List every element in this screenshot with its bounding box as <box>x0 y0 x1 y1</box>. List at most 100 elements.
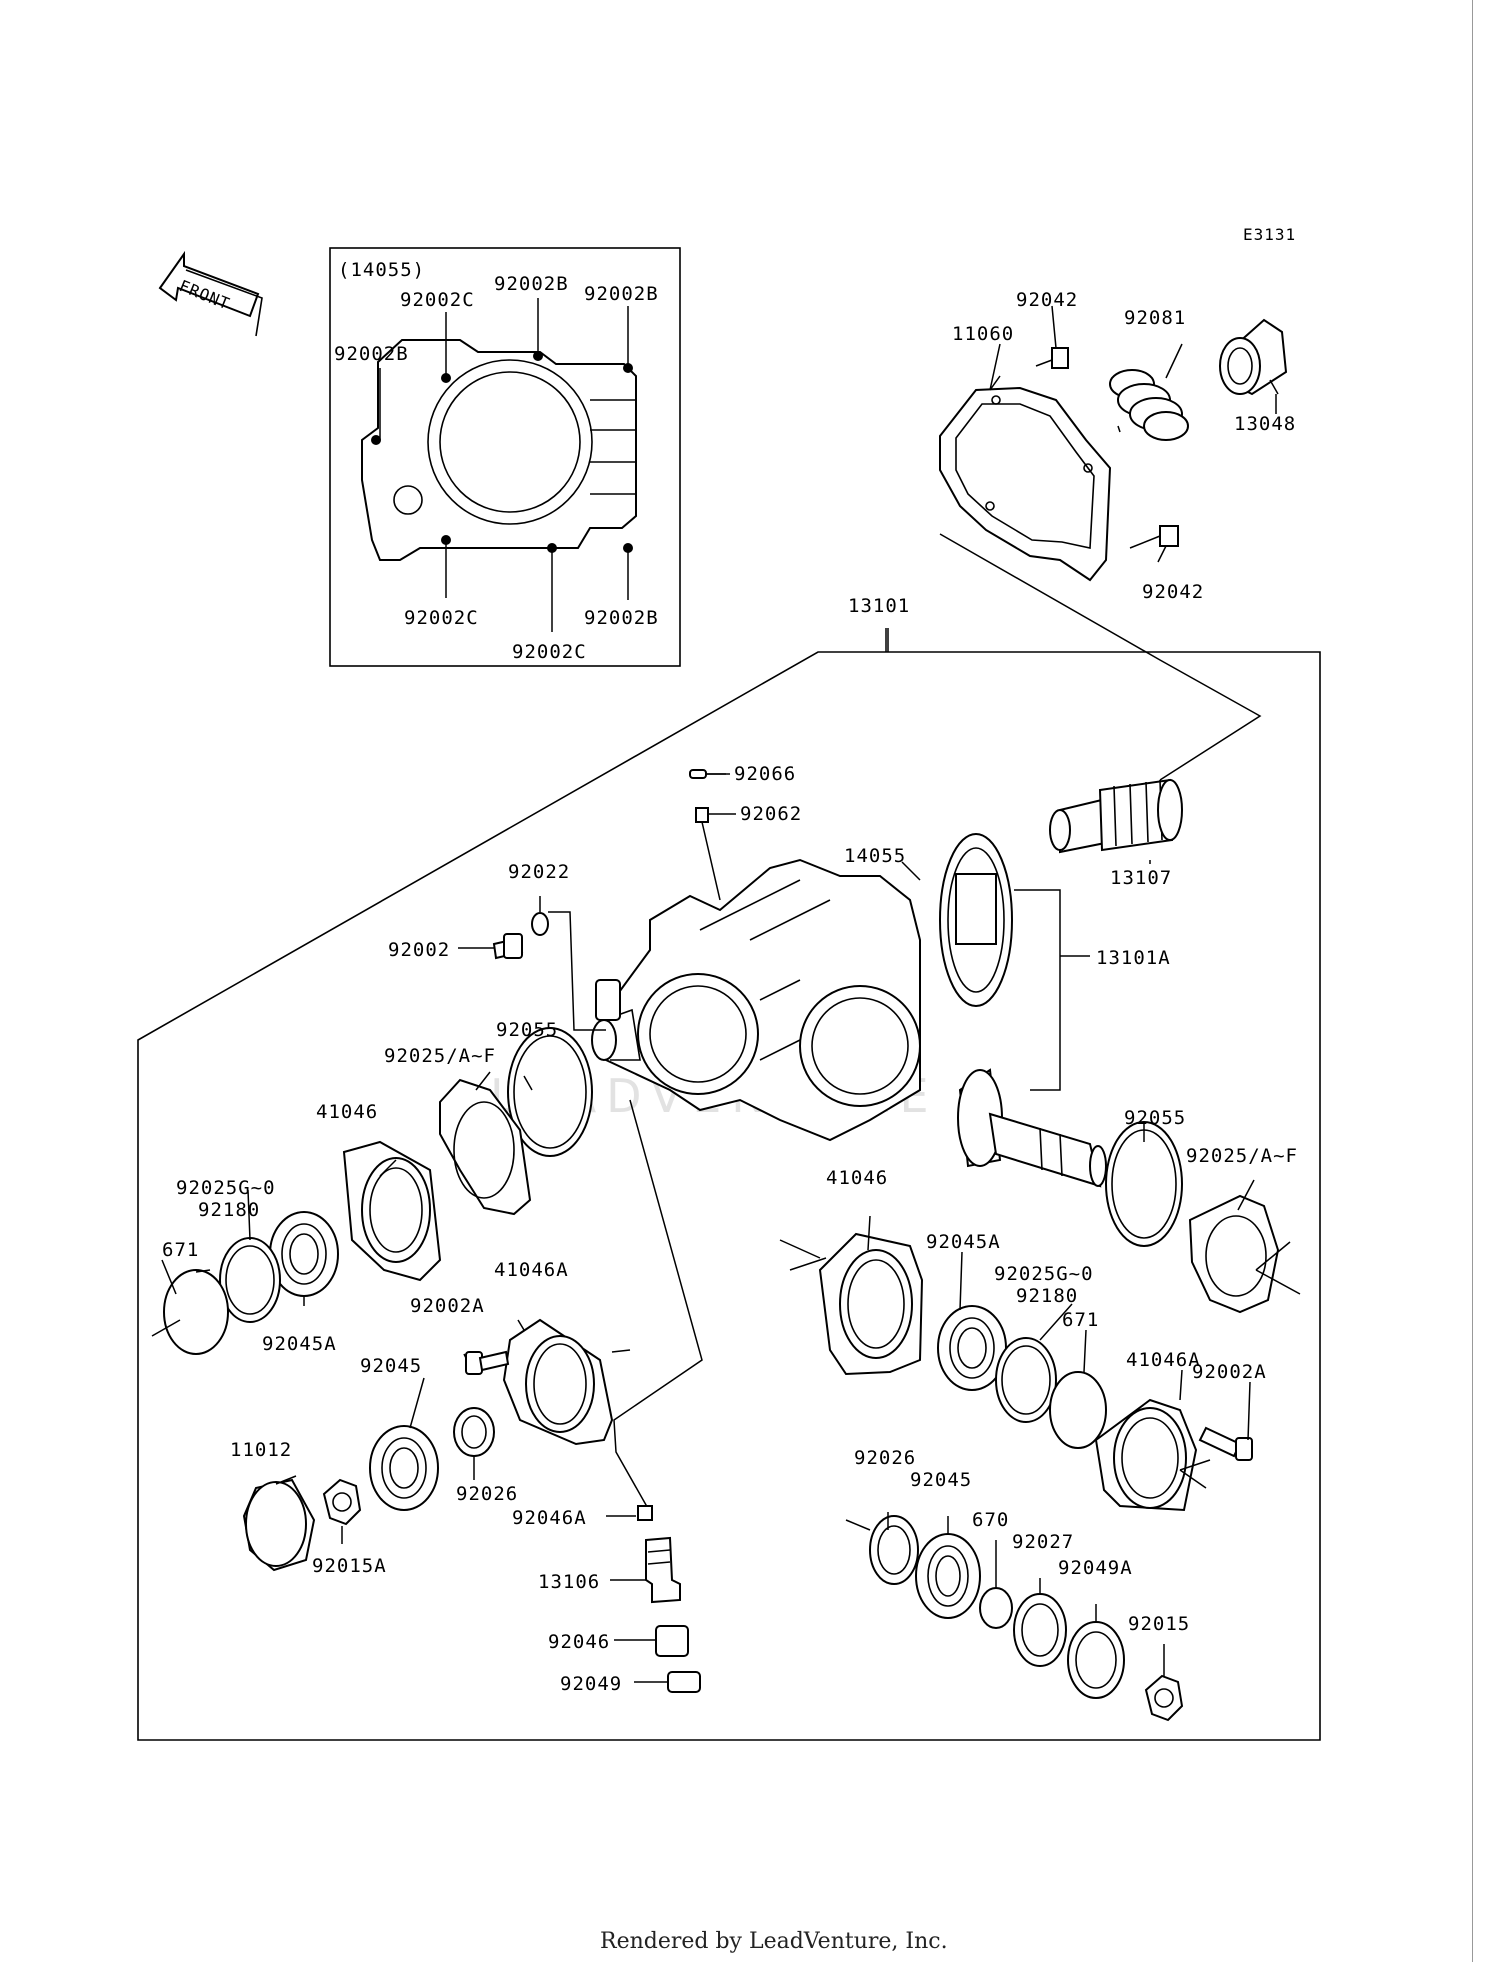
label-92049a: 92049A <box>1058 1557 1133 1579</box>
nut-92015A <box>322 1478 362 1526</box>
label-92066: 92066 <box>734 763 796 785</box>
inset-label-92002b-left: 92002B <box>334 343 409 365</box>
label-92045-right: 92045 <box>910 1469 972 1491</box>
label-92025go-left: 92025G~0 <box>176 1177 276 1199</box>
bearing-housing-41046-right <box>818 1232 924 1376</box>
ring-92049A <box>1067 1621 1125 1699</box>
label-13106: 13106 <box>538 1571 600 1593</box>
label-92042-top: 92042 <box>1016 289 1078 311</box>
gasket-92025-left <box>439 1078 532 1216</box>
label-41046-right: 41046 <box>826 1167 888 1189</box>
inset-label-92002b-top-mid: 92002B <box>494 273 569 295</box>
ring-92027 <box>1013 1593 1067 1667</box>
bearing-housing-41046A-right <box>1094 1398 1198 1512</box>
inset-label-92002c-bottom-left: 92002C <box>404 607 479 629</box>
label-92045a-left: 92045A <box>262 1333 337 1355</box>
label-13101A: 13101A <box>1096 947 1171 969</box>
nut-92015 <box>1144 1674 1184 1722</box>
bolt-92002A-left <box>465 1350 510 1375</box>
pinion-gear-13101A <box>957 1068 1107 1188</box>
inset-label-92002b-bottom-right: 92002B <box>584 607 659 629</box>
label-92046a: 92046A <box>512 1507 587 1529</box>
bolt-92002 <box>492 933 524 960</box>
label-11012: 11012 <box>230 1439 292 1461</box>
label-92026-right: 92026 <box>854 1447 916 1469</box>
collar-92049 <box>667 1671 701 1693</box>
diagram-code: E3131 <box>1243 225 1296 244</box>
label-92046: 92046 <box>548 1631 610 1653</box>
pin-92066 <box>689 769 707 779</box>
label-13048: 13048 <box>1234 413 1296 435</box>
label-92055-right: 92055 <box>1124 1107 1186 1129</box>
label-41046a-right: 41046A <box>1126 1349 1201 1371</box>
label-13101: 13101 <box>848 595 910 617</box>
bearing-92045-left <box>369 1425 439 1511</box>
label-41046a-left: 41046A <box>494 1259 569 1281</box>
label-92002a-left: 92002A <box>410 1295 485 1317</box>
inset-housing-view: (14055) 92002C 92002B 92002B 92002B 9200… <box>329 247 681 667</box>
label-92015a: 92015A <box>312 1555 387 1577</box>
dowel-pin-92042-top <box>1051 347 1069 369</box>
bearing-housing-41046A-left <box>502 1318 614 1446</box>
cap-11012 <box>242 1478 316 1572</box>
o-ring-670 <box>979 1587 1013 1629</box>
label-92180-left: 92180 <box>198 1199 260 1221</box>
label-92026-left: 92026 <box>456 1483 518 1505</box>
page-edge-line <box>1472 0 1473 1962</box>
shaft-13107 <box>1049 778 1183 854</box>
label-92015: 92015 <box>1128 1613 1190 1635</box>
label-671-left: 671 <box>162 1239 199 1261</box>
inset-label-92002c-bottom: 92002C <box>512 641 587 663</box>
label-13107: 13107 <box>1110 867 1172 889</box>
plug-92062 <box>695 807 709 823</box>
label-92062: 92062 <box>740 803 802 825</box>
label-92045-left: 92045 <box>360 1355 422 1377</box>
cover-gasket-11060 <box>939 386 1112 582</box>
collar-92046 <box>655 1625 689 1657</box>
label-92081: 92081 <box>1124 307 1186 329</box>
label-92002: 92002 <box>388 939 450 961</box>
spring-92081 <box>1109 369 1189 441</box>
label-92022: 92022 <box>508 861 570 883</box>
label-671-right: 671 <box>1062 1309 1099 1331</box>
oil-seal-92180-left <box>219 1237 281 1323</box>
gasket-92025-right <box>1188 1194 1280 1314</box>
footer-credit: Rendered by LeadVenture, Inc. <box>600 1929 948 1954</box>
label-92002a-right: 92002A <box>1192 1361 1267 1383</box>
bearing-housing-41046-left <box>342 1140 442 1282</box>
label-41046-left: 41046 <box>316 1101 378 1123</box>
inset-label-92002c-top: 92002C <box>400 289 475 311</box>
bolt-92002A-right <box>1198 1426 1253 1461</box>
label-14055: 14055 <box>844 845 906 867</box>
bush-92046A <box>637 1505 653 1521</box>
bearing-92045-right <box>915 1533 981 1619</box>
label-92025go-right: 92025G~0 <box>994 1263 1094 1285</box>
dowel-pin-92042-bottom <box>1159 525 1179 547</box>
housing-14055 <box>591 858 921 1142</box>
washer-92022 <box>531 912 549 936</box>
bearing-92045A-right <box>937 1305 1007 1391</box>
inset-title: (14055) <box>338 259 425 281</box>
shaft-13106 <box>645 1536 681 1604</box>
label-92025-right: 92025/A~F <box>1186 1145 1298 1167</box>
label-92055-left: 92055 <box>496 1019 558 1041</box>
label-92180-right: 92180 <box>1016 1285 1078 1307</box>
front-arrow-icon: FRONT <box>158 250 263 337</box>
o-ring-671-right <box>1049 1371 1107 1449</box>
label-92027: 92027 <box>1012 1531 1074 1553</box>
label-92042-bottom: 92042 <box>1142 581 1204 603</box>
o-ring-671-left <box>163 1269 229 1355</box>
label-92049: 92049 <box>560 1673 622 1695</box>
inset-label-92002b-top-right: 92002B <box>584 283 659 305</box>
label-670: 670 <box>972 1509 1009 1531</box>
label-11060: 11060 <box>952 323 1014 345</box>
oil-seal-92180-right <box>995 1337 1057 1423</box>
label-92045a-right: 92045A <box>926 1231 1001 1253</box>
coupling-13048 <box>1219 318 1288 396</box>
o-ring-92055-left <box>507 1027 593 1157</box>
ring-gear-13101A <box>939 833 1013 1007</box>
shim-92026-right <box>869 1515 919 1585</box>
label-92025-left: 92025/A~F <box>384 1045 496 1067</box>
assembly-frame <box>137 651 1321 1741</box>
